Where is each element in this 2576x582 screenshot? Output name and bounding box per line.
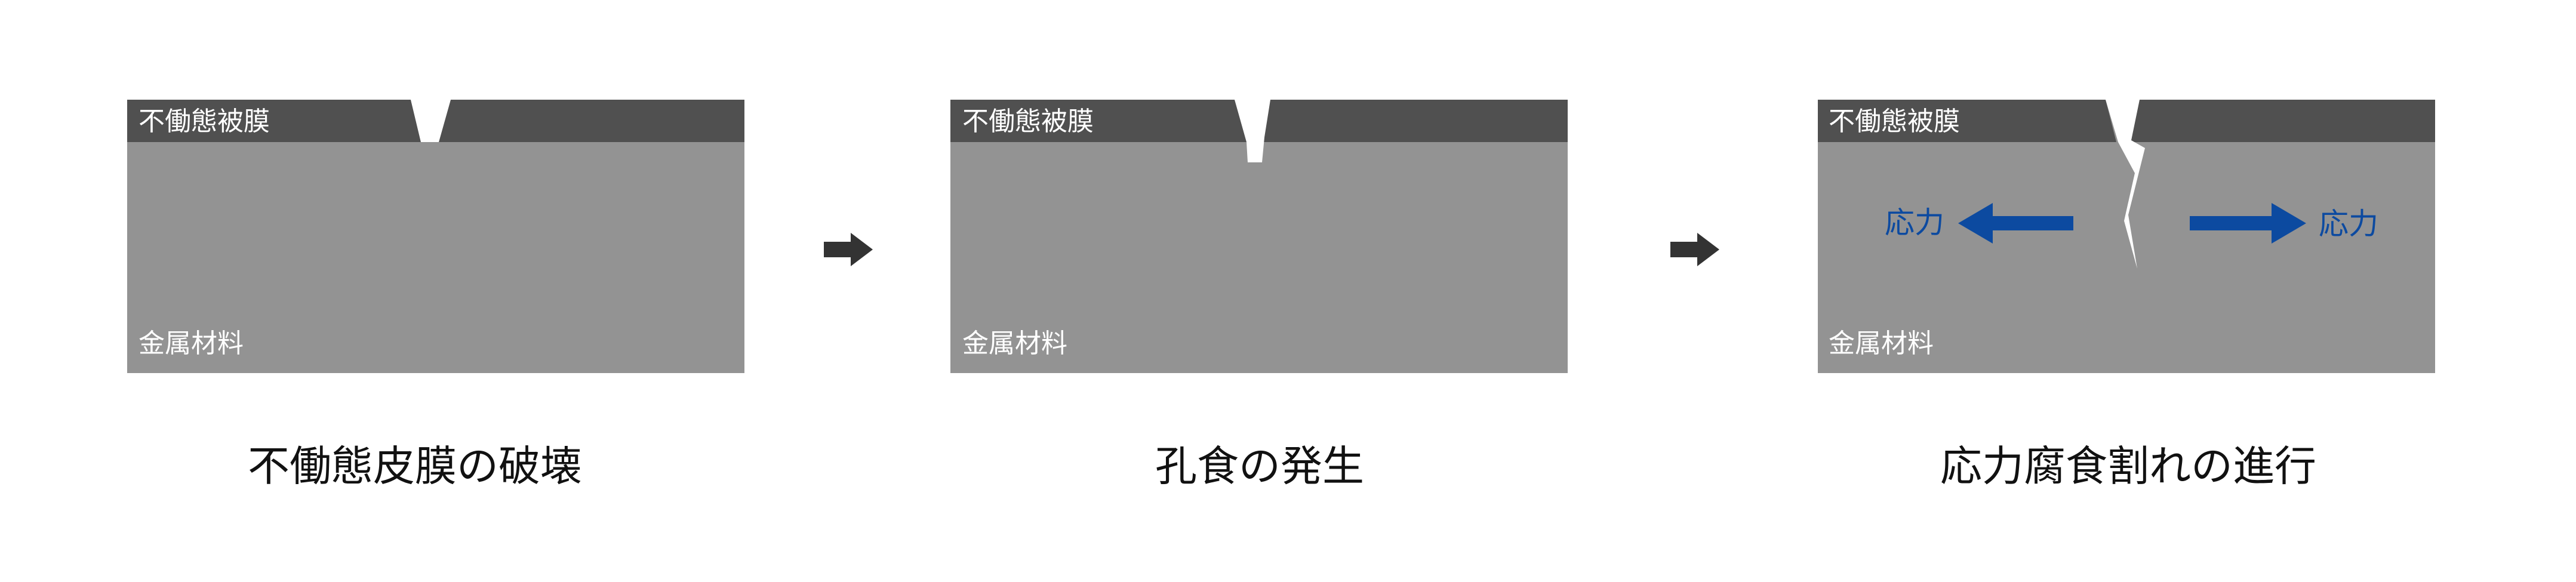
passive-film bbox=[950, 100, 1568, 142]
film-breach bbox=[411, 100, 451, 142]
arrow-right-icon bbox=[1670, 233, 1719, 266]
passive-film-label: 不働態被膜 bbox=[139, 106, 270, 137]
metal-material-label: 金属材料 bbox=[139, 328, 244, 359]
passive-film bbox=[127, 100, 744, 142]
stress-label-left: 応力 bbox=[1885, 205, 1944, 240]
stress-label-right: 応力 bbox=[2319, 207, 2378, 241]
pit bbox=[1235, 100, 1270, 162]
step-caption: 孔食の発生 bbox=[1155, 442, 1364, 491]
stress-arrow-left bbox=[1958, 203, 2073, 244]
crack bbox=[2106, 100, 2145, 269]
panel-stress-corrosion-cracking: 不働態被膜 金属材料 応力 応力 応力腐食割れの進行 bbox=[1818, 100, 2435, 491]
step-caption: 不働態皮膜の破壊 bbox=[248, 442, 582, 491]
step-caption: 応力腐食割れの進行 bbox=[1940, 442, 2316, 491]
arrow-right-icon bbox=[824, 233, 873, 266]
passive-film bbox=[1818, 100, 2435, 142]
metal-material-label: 金属材料 bbox=[962, 328, 1067, 359]
stress-arrow-right bbox=[2190, 203, 2306, 244]
passive-film-label: 不働態被膜 bbox=[962, 106, 1094, 137]
metal-block bbox=[127, 100, 744, 373]
metal-material-label: 金属材料 bbox=[1829, 328, 1934, 359]
passive-film-label: 不働態被膜 bbox=[1829, 106, 1960, 137]
panel-film-breakdown: 不働態被膜 金属材料 不働態皮膜の破壊 bbox=[127, 100, 744, 491]
panel-pitting: 不働態被膜 金属材料 孔食の発生 bbox=[950, 100, 1568, 491]
